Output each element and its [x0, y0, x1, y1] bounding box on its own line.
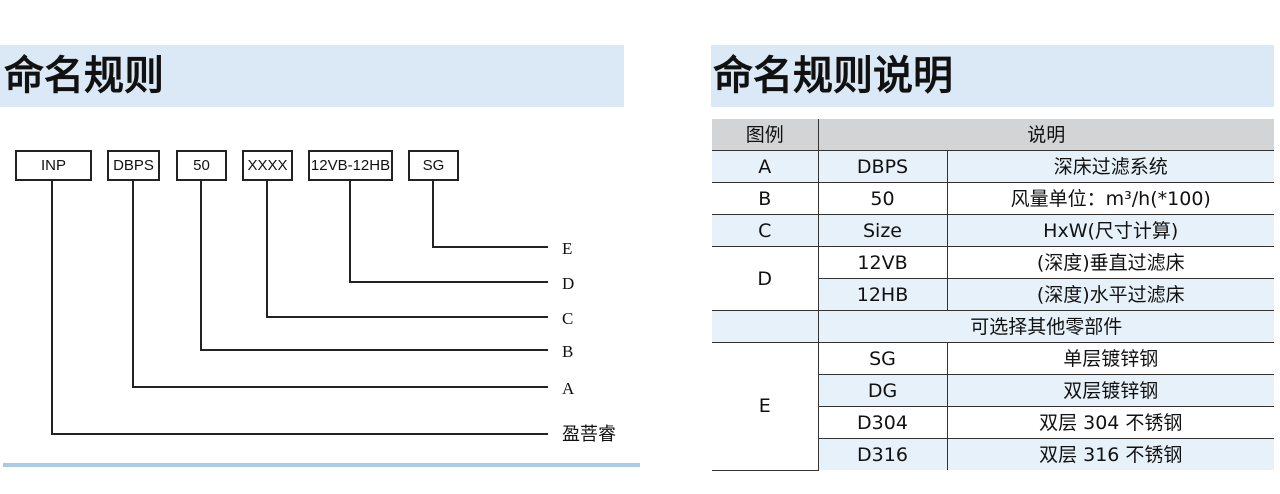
desc-cell: 单层镀锌钢 — [946, 342, 1274, 375]
code-cell: DG — [818, 374, 948, 407]
desc-cell: 风量单位：m³/h(*100) — [946, 182, 1274, 215]
code-cell: Size — [817, 214, 948, 247]
legend-cell: C — [712, 214, 819, 247]
header-legend: 图例 — [712, 119, 819, 151]
bottom-divider — [3, 463, 640, 467]
code-cell: 12HB — [818, 278, 948, 311]
table-row: D304 双层 304 不锈钢 — [712, 406, 1274, 439]
code-cell: D304 — [818, 406, 948, 439]
naming-explanation-title: 命名规则说明 — [711, 45, 1274, 107]
table-row: 12HB (深度)水平过滤床 — [712, 278, 1274, 311]
code-cell: D316 — [818, 438, 948, 470]
table-row: A DBPS 深床过滤系统 — [712, 150, 1274, 183]
code-segment-dbps: DBPS — [107, 150, 160, 181]
connector-b — [200, 181, 548, 351]
table-row: D 12VB (深度)垂直过滤床 — [712, 246, 1274, 311]
table-row: DG 双层镀锌钢 — [712, 374, 1274, 407]
desc-cell: 双层镀锌钢 — [946, 374, 1274, 407]
header-description: 说明 — [817, 119, 1274, 151]
letter-c: C — [562, 309, 574, 328]
legend-cell: B — [712, 182, 819, 215]
code-segment-sg: SG — [408, 150, 459, 181]
code-cell: 12VB — [817, 246, 948, 279]
code-segment-50: 50 — [176, 150, 227, 181]
naming-rule-title: 命名规则 — [0, 45, 624, 107]
code-cell: 50 — [817, 182, 948, 215]
code-cell: DBPS — [817, 150, 948, 183]
table-row: D316 双层 316 不锈钢 — [712, 438, 1274, 470]
code-segment-inp: INP — [15, 150, 92, 181]
letter-a: A — [562, 379, 575, 398]
desc-cell: 双层 316 不锈钢 — [946, 438, 1274, 470]
legend-cell: A — [712, 150, 819, 183]
connector-e — [432, 181, 548, 248]
legend-cell: D — [712, 246, 819, 311]
desc-cell: (深度)垂直过滤床 — [946, 246, 1274, 279]
legend-cell: E — [712, 342, 819, 471]
connector-c — [266, 181, 548, 318]
code-segment-xxxx: XXXX — [242, 150, 293, 181]
letter-e: E — [562, 239, 573, 258]
table-row: C Size HxW(尺寸计算) — [712, 214, 1274, 247]
desc-cell: HxW(尺寸计算) — [946, 214, 1274, 247]
connector-inp — [51, 181, 548, 435]
brand-label: 盈菩睿 — [562, 424, 616, 445]
naming-connector-lines — [51, 181, 548, 435]
letter-b: B — [562, 342, 574, 361]
legend-cell — [712, 310, 819, 343]
desc-cell: 深床过滤系统 — [946, 150, 1274, 183]
naming-explanation-table: 图例 说明 A DBPS 深床过滤系统 B 50 风量单位：m³/h(*100)… — [712, 119, 1274, 471]
connector-a — [132, 181, 548, 388]
table-row: 可选择其他零部件 — [712, 310, 1274, 343]
desc-cell: (深度)水平过滤床 — [946, 278, 1274, 311]
code-segment-12vb-12hb: 12VB-12HB — [308, 150, 393, 181]
letter-d: D — [562, 274, 575, 293]
desc-cell: 双层 304 不锈钢 — [946, 406, 1274, 439]
table-row: E SG 单层镀锌钢 — [712, 342, 1274, 471]
optional-parts-note: 可选择其他零部件 — [817, 310, 1274, 343]
connector-d — [349, 181, 548, 283]
code-cell: SG — [817, 342, 948, 375]
table-row: B 50 风量单位：m³/h(*100) — [712, 182, 1274, 215]
